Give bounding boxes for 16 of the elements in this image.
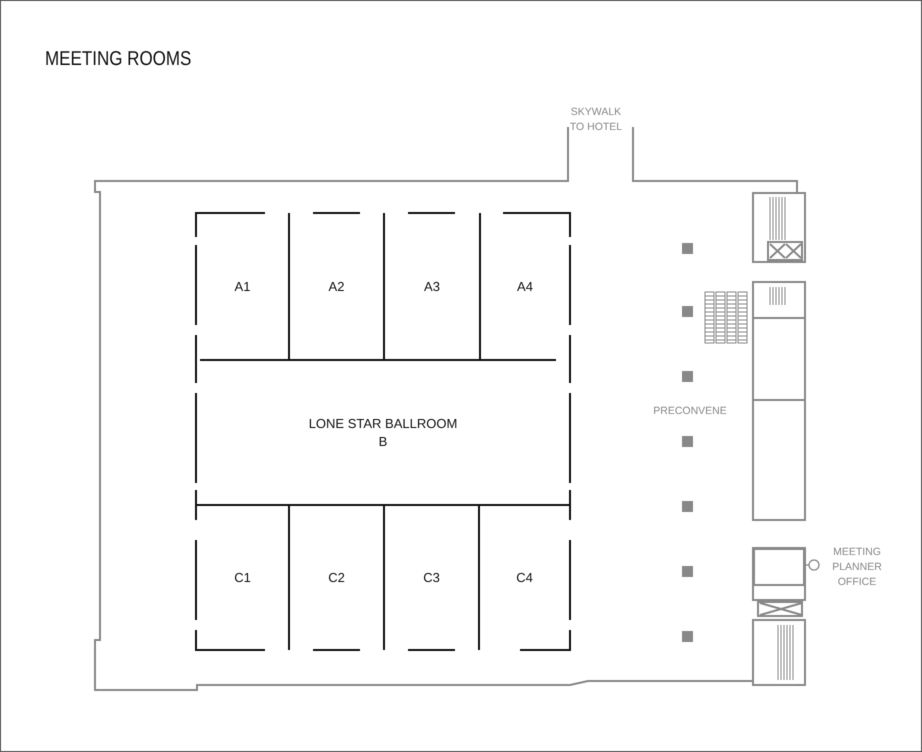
room-label: A4: [517, 278, 533, 296]
area-label: PRECONVENE: [652, 404, 728, 419]
area-label: SKYWALK TO HOTEL: [568, 105, 624, 135]
room-label: MEETING PLANNER OFFICE: [818, 545, 896, 590]
room-label: A2: [328, 278, 344, 296]
room-label: LONE STAR BALLROOM: [308, 414, 458, 432]
office-room: [753, 548, 805, 586]
room-label: B: [378, 432, 388, 450]
room-label: C3: [423, 568, 440, 586]
page-title: MEETING ROOMS: [45, 48, 192, 71]
room-label: C4: [516, 568, 533, 586]
room-label: C2: [328, 568, 345, 586]
room-label: C1: [234, 568, 251, 586]
room-label: A3: [424, 278, 440, 296]
room-label: A1: [234, 278, 250, 296]
leader-line: [805, 559, 820, 571]
